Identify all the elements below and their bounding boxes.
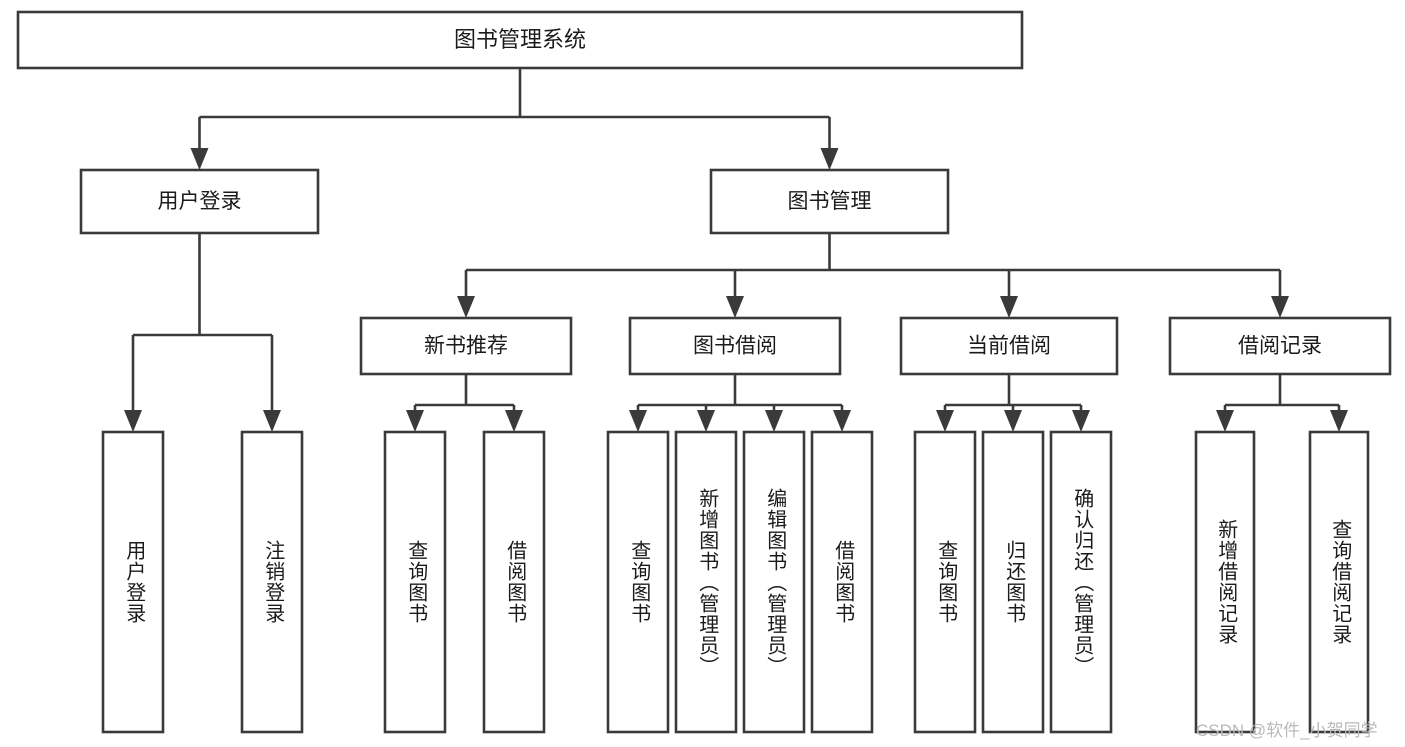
node-user-login[interactable]: 用户登录 bbox=[79, 168, 320, 235]
node-leaf-confirm-return[interactable] bbox=[1049, 430, 1113, 734]
node-box-leaf-user-login bbox=[101, 430, 165, 734]
node-borrow-record[interactable]: 借阅记录 bbox=[1168, 316, 1392, 376]
node-label-book-manage: 图书管理 bbox=[788, 190, 872, 213]
csdn-watermark: CSDN @软件_小贺同学 bbox=[1196, 721, 1378, 740]
node-box-book-borrow bbox=[628, 316, 842, 376]
node-label-current-borrow: 当前借阅 bbox=[967, 335, 1051, 358]
node-root[interactable]: 图书管理系统 bbox=[16, 10, 1024, 70]
node-box-leaf-query-book-3 bbox=[913, 430, 977, 734]
node-current-borrow[interactable]: 当前借阅 bbox=[899, 316, 1119, 376]
arrow-head-icon bbox=[629, 410, 647, 432]
arrow-head-icon bbox=[505, 410, 523, 432]
node-box-leaf-borrow-book-2 bbox=[810, 430, 874, 734]
arrow-head-icon bbox=[1271, 296, 1289, 318]
arrow-head-icon bbox=[190, 148, 209, 170]
node-box-leaf-borrow-book-1 bbox=[482, 430, 546, 734]
arrow-head-icon bbox=[1004, 410, 1022, 432]
node-box-root bbox=[16, 10, 1024, 70]
node-leaf-query-book-1[interactable] bbox=[383, 430, 447, 734]
node-box-leaf-return-book bbox=[981, 430, 1045, 734]
node-book-borrow[interactable]: 图书借阅 bbox=[628, 316, 842, 376]
node-label-book-borrow: 图书借阅 bbox=[693, 335, 777, 358]
node-box-leaf-add-record bbox=[1194, 430, 1256, 734]
connector-lines-layer bbox=[124, 68, 1348, 432]
arrow-head-icon bbox=[1216, 410, 1234, 432]
node-leaf-borrow-book-2[interactable] bbox=[810, 430, 874, 734]
arrow-head-icon bbox=[697, 410, 715, 432]
arrow-head-icon bbox=[263, 410, 281, 432]
node-label-borrow-record: 借阅记录 bbox=[1238, 335, 1322, 358]
node-leaf-add-record[interactable] bbox=[1194, 430, 1256, 734]
node-box-book-manage bbox=[709, 168, 950, 235]
arrow-head-icon bbox=[820, 148, 839, 170]
arrow-head-icon bbox=[936, 410, 954, 432]
arrow-head-icon bbox=[1000, 296, 1018, 318]
node-leaf-user-login[interactable] bbox=[101, 430, 165, 734]
node-box-current-borrow bbox=[899, 316, 1119, 376]
node-label-new-book-recommend: 新书推荐 bbox=[424, 335, 508, 358]
node-leaf-query-book-3[interactable] bbox=[913, 430, 977, 734]
node-box-user-login bbox=[79, 168, 320, 235]
arrow-head-icon bbox=[833, 410, 851, 432]
node-box-leaf-edit-book bbox=[742, 430, 806, 734]
node-box-leaf-query-book-1 bbox=[383, 430, 447, 734]
arrow-head-icon bbox=[726, 296, 744, 318]
node-leaf-borrow-book-1[interactable] bbox=[482, 430, 546, 734]
node-box-leaf-query-record bbox=[1308, 430, 1370, 734]
node-box-leaf-logout bbox=[240, 430, 304, 734]
node-leaf-add-book[interactable] bbox=[674, 430, 738, 734]
node-box-new-book-recommend bbox=[359, 316, 573, 376]
node-leaf-query-book-2[interactable] bbox=[606, 430, 670, 734]
node-leaf-query-record[interactable] bbox=[1308, 430, 1370, 734]
arrow-head-icon bbox=[1330, 410, 1348, 432]
arrow-head-icon bbox=[1072, 410, 1090, 432]
node-leaf-return-book[interactable] bbox=[981, 430, 1045, 734]
arrow-head-icon bbox=[124, 410, 142, 432]
arrow-head-icon bbox=[457, 296, 475, 318]
node-label-root: 图书管理系统 bbox=[454, 27, 586, 52]
node-book-manage[interactable]: 图书管理 bbox=[709, 168, 950, 235]
node-box-leaf-confirm-return bbox=[1049, 430, 1113, 734]
node-box-leaf-query-book-2 bbox=[606, 430, 670, 734]
arrow-head-icon bbox=[406, 410, 424, 432]
node-box-leaf-add-book bbox=[674, 430, 738, 734]
arrow-head-icon bbox=[765, 410, 783, 432]
node-leaf-edit-book[interactable] bbox=[742, 430, 806, 734]
node-box-borrow-record bbox=[1168, 316, 1392, 376]
node-new-book-recommend[interactable]: 新书推荐 bbox=[359, 316, 573, 376]
node-leaf-logout[interactable] bbox=[240, 430, 304, 734]
node-label-user-login: 用户登录 bbox=[158, 190, 242, 213]
